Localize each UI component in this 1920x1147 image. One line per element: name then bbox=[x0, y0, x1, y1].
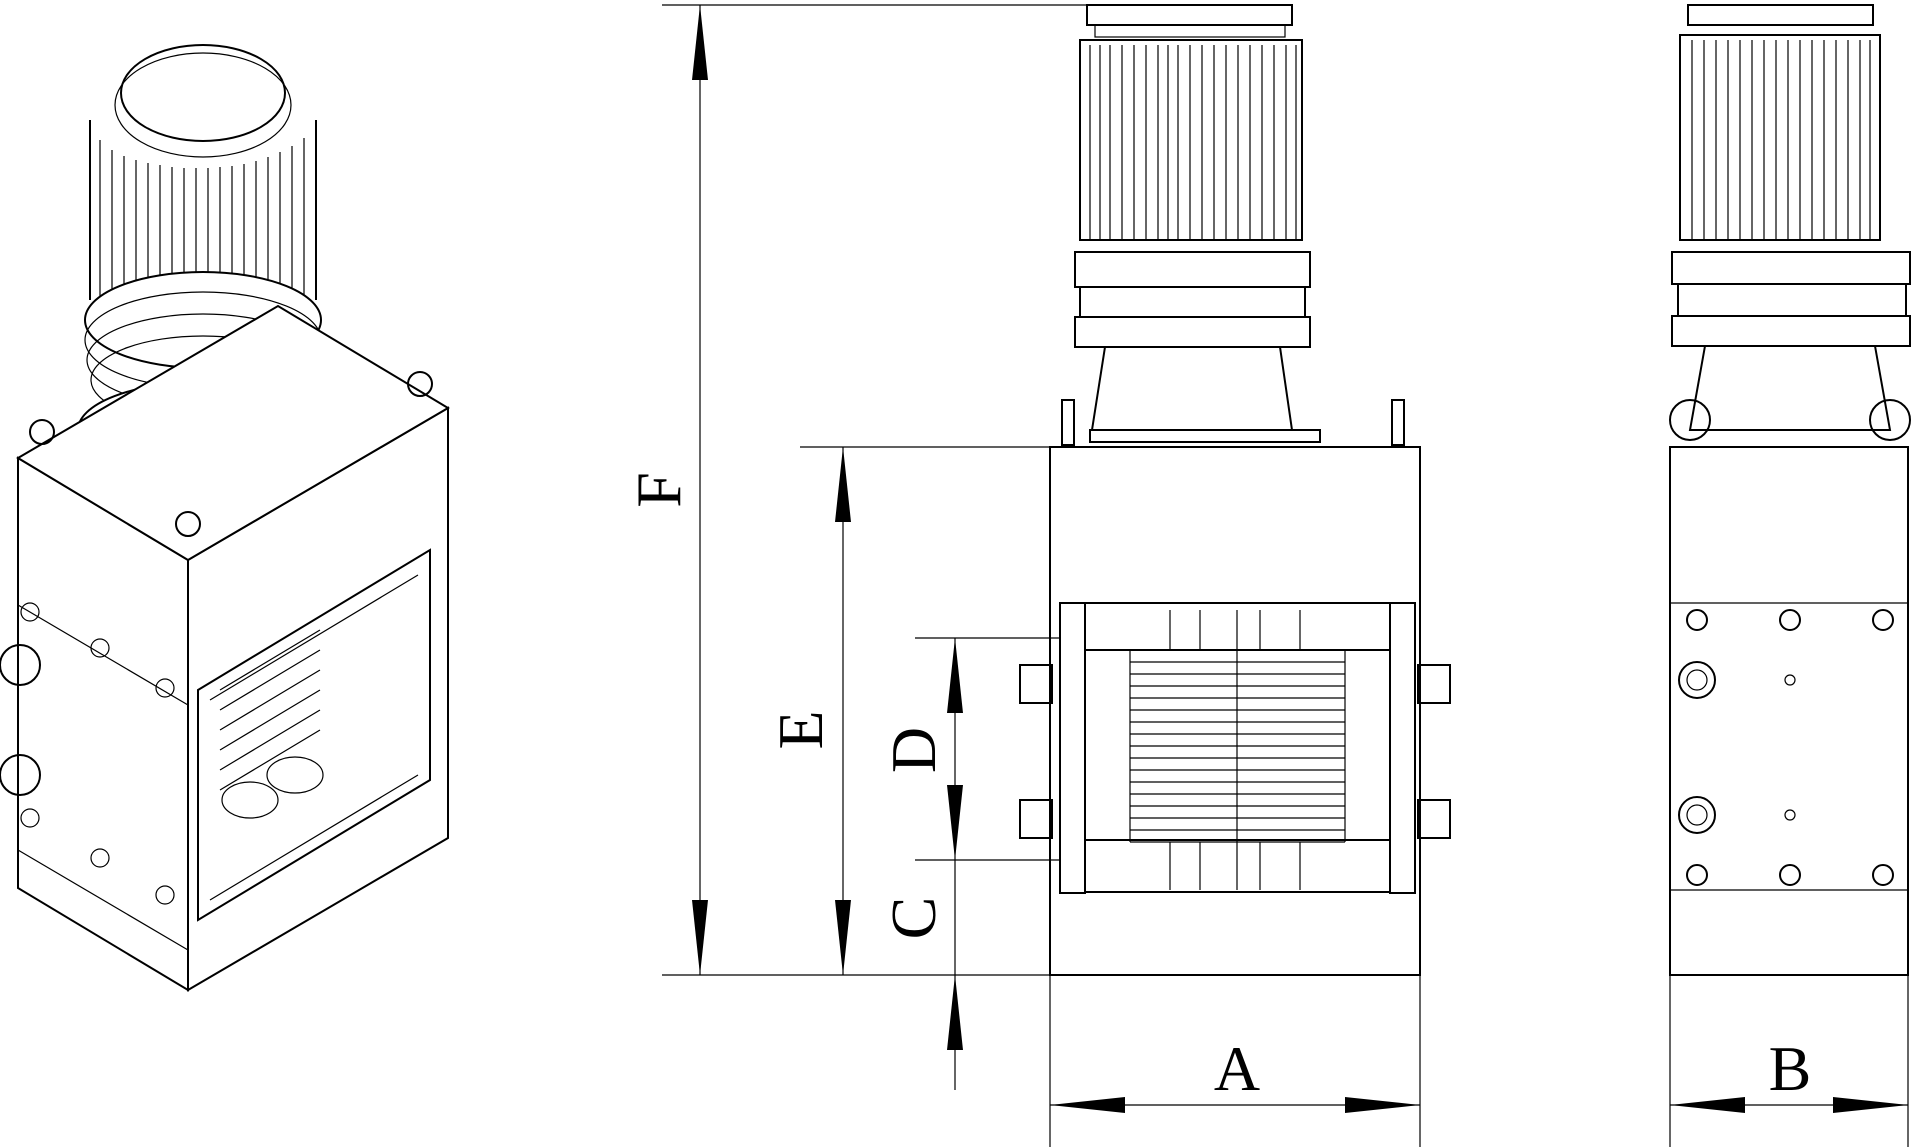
isometric-view bbox=[0, 44, 450, 992]
dimension-label-a: A bbox=[1214, 1033, 1260, 1104]
dimension-label-d: D bbox=[878, 727, 949, 773]
dimension-labels: F E D C A B bbox=[623, 472, 1811, 1104]
dimension-lines bbox=[662, 4, 1909, 1147]
dimension-label-e: E bbox=[765, 710, 836, 749]
side-view bbox=[1669, 4, 1911, 976]
dimension-label-f: F bbox=[623, 472, 694, 508]
dimension-label-b: B bbox=[1769, 1033, 1812, 1104]
front-view bbox=[1019, 4, 1451, 976]
dimension-label-c: C bbox=[878, 897, 949, 940]
